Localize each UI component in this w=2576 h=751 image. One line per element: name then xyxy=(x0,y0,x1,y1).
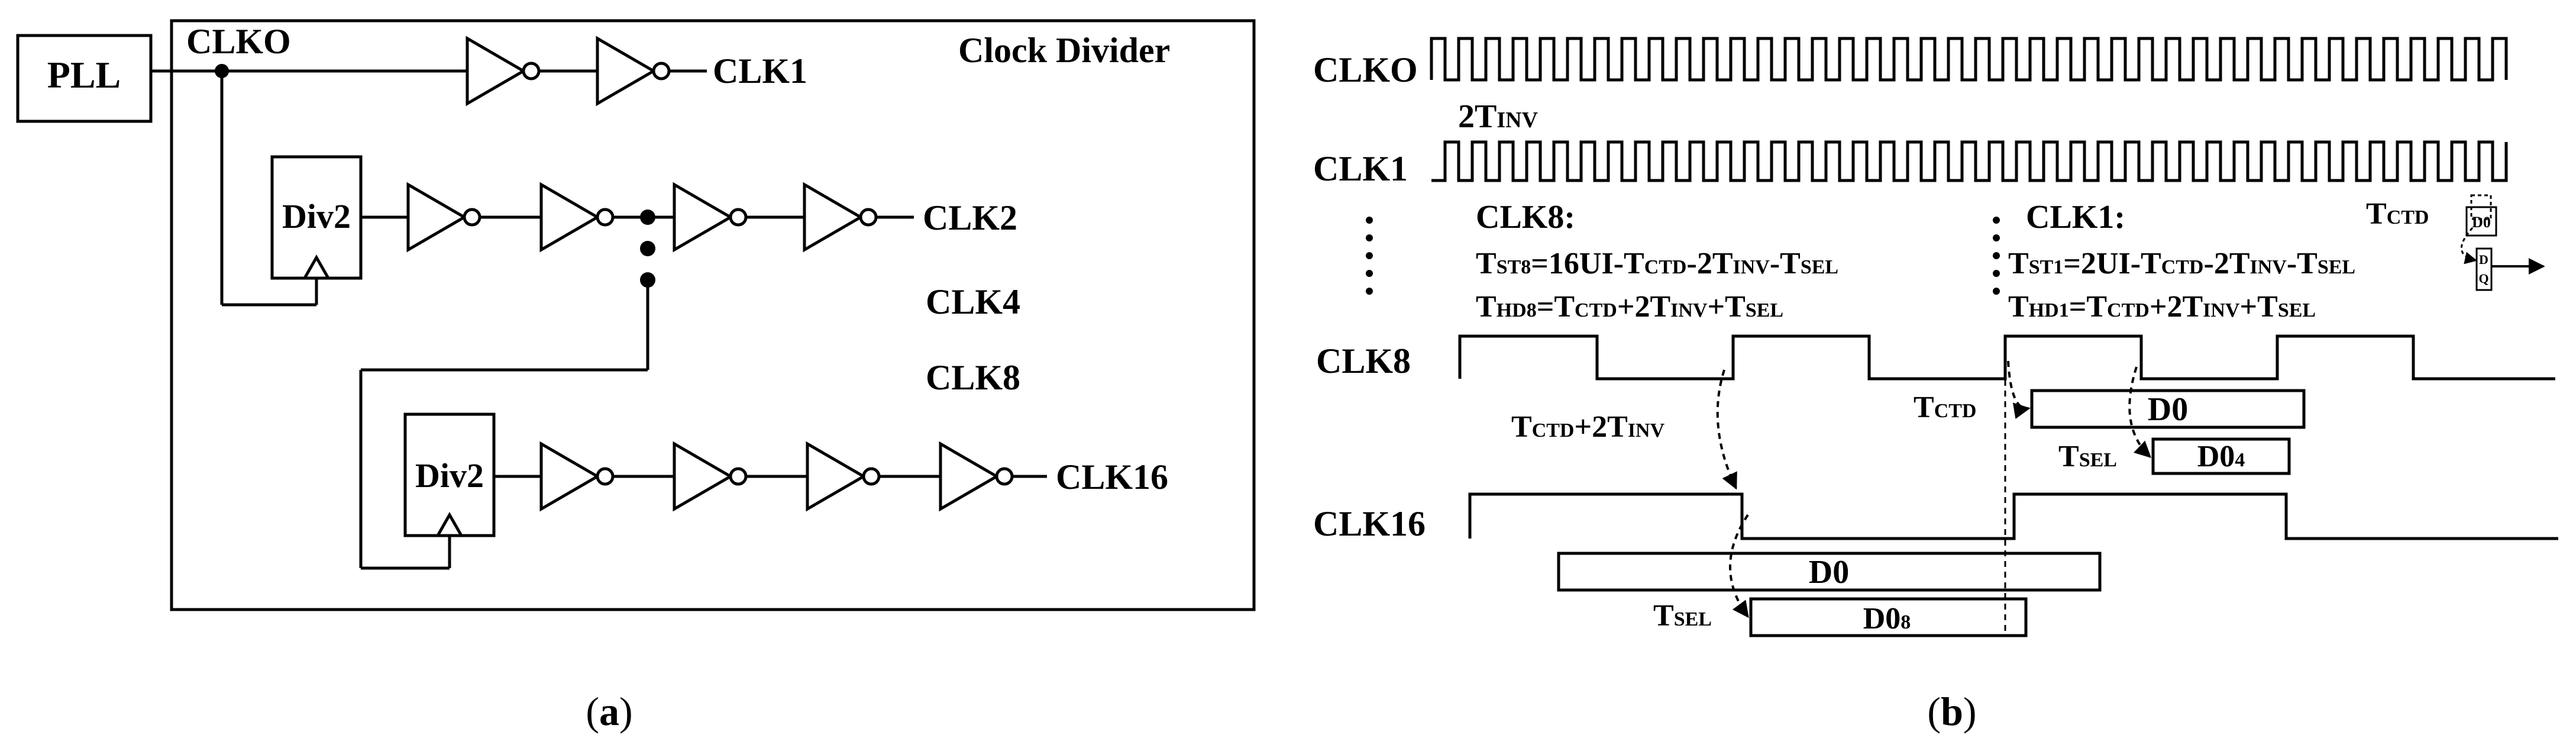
panel-b-waveforms xyxy=(1366,37,2558,637)
clk2-label-a: CLK2 xyxy=(923,198,1017,237)
tctd-2tinv-label: TCTD+2TINV xyxy=(1511,410,1665,444)
inverter-1b xyxy=(596,36,657,107)
tsel-arrow-clk16 xyxy=(1729,514,1749,618)
clk8-label-b: CLK8 xyxy=(1316,341,1411,381)
caption-b: (b) xyxy=(1927,689,1976,734)
clk1-label-a: CLK1 xyxy=(713,51,807,91)
tctd-label-top: TCTD xyxy=(2366,197,2429,231)
clk0-waveform xyxy=(1430,37,2508,82)
clk8-waveform xyxy=(1458,334,2555,381)
inverter-2a xyxy=(406,182,467,253)
clk1-hold-eq: THD1=TCTD+2TINV+TSEL xyxy=(2008,290,2316,324)
inverter-2b xyxy=(539,182,600,253)
div2-label-1: Div2 xyxy=(282,197,351,236)
d04-label: D04 xyxy=(2197,440,2245,473)
inverter-3a xyxy=(539,441,600,512)
d0-bar-clk8 xyxy=(2030,389,2306,429)
d04-bar xyxy=(2151,437,2291,475)
2tinv-label: 2TINV xyxy=(1458,98,1539,135)
clock-divider-title: Clock Divider xyxy=(958,31,1170,70)
clk2-tap-dot xyxy=(640,209,655,225)
clk1-waveform xyxy=(1431,140,2508,182)
inverter-2c xyxy=(673,182,733,253)
clk0-label-a: CLKO xyxy=(186,22,291,61)
pll-label: PLL xyxy=(47,54,121,96)
inverter-3b xyxy=(673,441,733,512)
clk8-eq-title: CLK8: xyxy=(1476,199,1575,236)
d08-bar xyxy=(1749,597,2028,637)
ff-inset-q-label: Q xyxy=(2478,271,2488,286)
panel-a-circuit xyxy=(16,19,1256,611)
inverter-3c xyxy=(806,441,867,512)
clk16-label-a: CLK16 xyxy=(1056,457,1168,497)
clk1-setup-eq: TST1=2UI-TCTD-2TINV-TSEL xyxy=(2008,247,2355,281)
clk4-tap-dot xyxy=(640,241,655,256)
clk8-hold-eq: THD8=TCTD+2TINV+TSEL xyxy=(1476,290,1783,324)
clk0-label-b: CLKO xyxy=(1313,50,1418,89)
inverter-3d xyxy=(939,441,1000,512)
ff-inset-dff xyxy=(2475,247,2493,291)
tsel-label-left: TSEL xyxy=(1653,599,1712,633)
inverter-2d xyxy=(803,182,864,253)
pll-block xyxy=(16,34,153,123)
ff-inset-d0-box xyxy=(2465,206,2497,237)
div2-label-2: Div2 xyxy=(415,456,484,495)
tctd-label-mid: TCTD xyxy=(1914,391,1976,424)
inverter-1a xyxy=(466,36,526,107)
d0-bar-clk16 xyxy=(1557,552,2102,592)
caption-a: (a) xyxy=(586,689,632,734)
tctd-arrow-clk8 xyxy=(2007,360,2031,419)
d08-label: D08 xyxy=(1863,602,1911,636)
clk1-eq-title: CLK1: xyxy=(2026,199,2125,236)
clk1-label-b: CLK1 xyxy=(1313,149,1408,188)
tsel-label-right: TSEL xyxy=(2058,440,2117,473)
clock-divider-box xyxy=(170,19,1256,611)
tsel-arrow-clk8 xyxy=(2128,366,2152,458)
ff-inset-d0-label: D0 xyxy=(2472,214,2491,231)
clk8-label-a: CLK8 xyxy=(926,358,1020,397)
clk8-setup-eq: TST8=16UI-TCTD-2TINV-TSEL xyxy=(1476,247,1838,281)
d0-label-clk16: D0 xyxy=(1809,554,1849,591)
d0-label-clk8: D0 xyxy=(2148,391,2188,428)
ff-inset-d-label: D xyxy=(2479,252,2488,267)
clk16-label-b: CLK16 xyxy=(1313,504,1426,543)
ff-inset-arrow xyxy=(2461,227,2478,265)
tctd-2tinv-arrow xyxy=(1716,369,1737,490)
clk4-label-a: CLK4 xyxy=(926,282,1020,321)
clk16-waveform xyxy=(1468,492,2558,540)
